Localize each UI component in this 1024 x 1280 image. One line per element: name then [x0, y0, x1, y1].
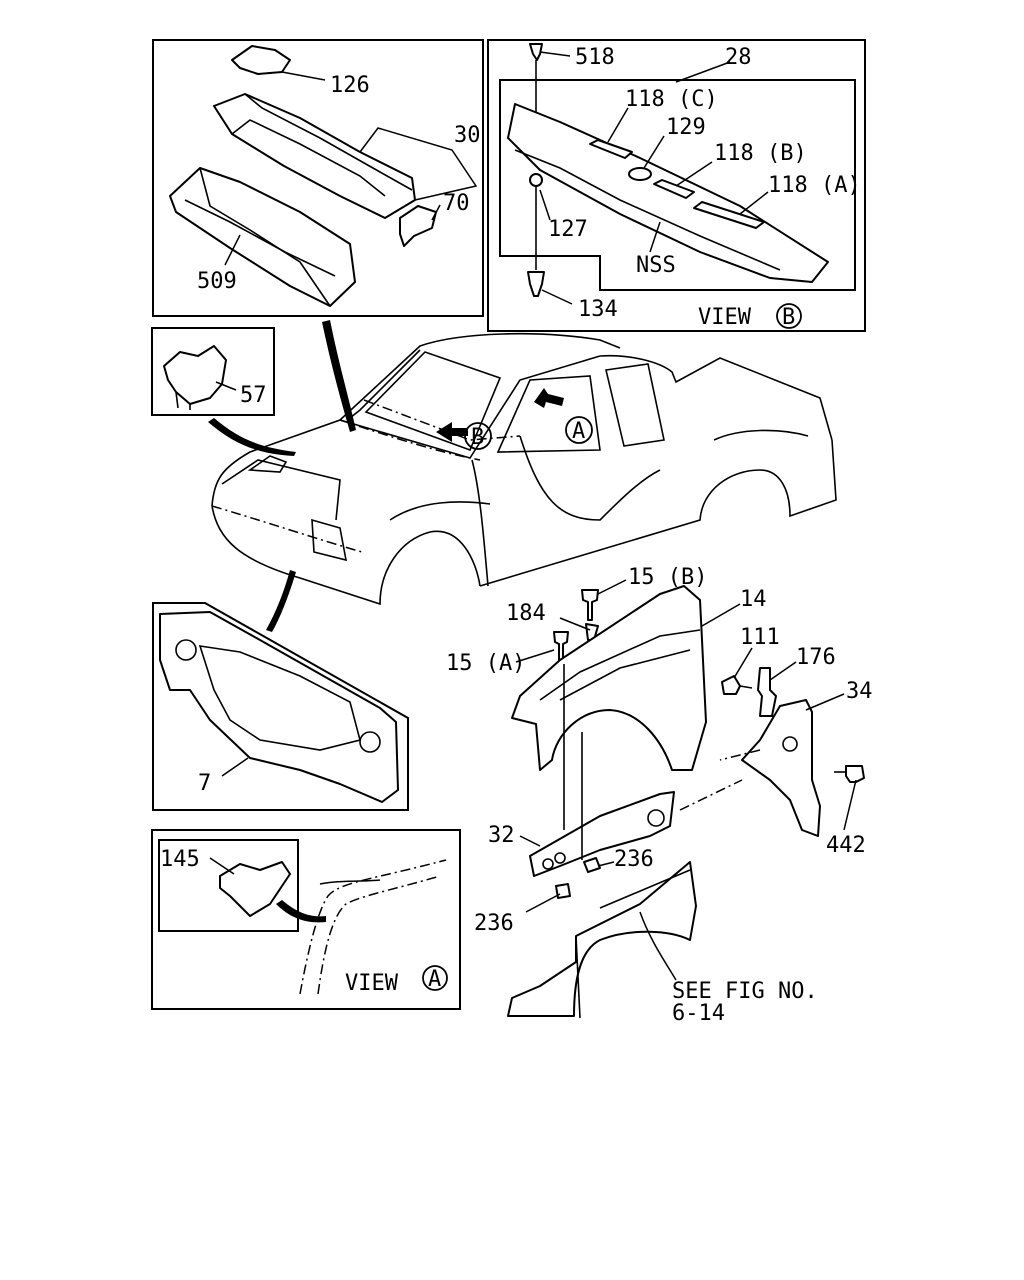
label-118b: 118 (B)	[714, 141, 807, 166]
part-111	[721, 675, 741, 695]
label-7: 7	[198, 771, 211, 796]
label-518: 518	[575, 45, 615, 70]
part-134	[527, 271, 545, 297]
bracket-57-frame	[151, 327, 275, 416]
label-145: 145	[160, 847, 200, 872]
label-111: 111	[740, 625, 780, 650]
view-a-inset	[158, 839, 299, 932]
label-126: 126	[330, 73, 370, 98]
label-236-lower: 236	[474, 911, 514, 936]
view-b-letter: B	[782, 305, 795, 330]
part-127	[529, 173, 543, 187]
label-184: 184	[506, 601, 546, 626]
radiator-support-group: 7	[152, 602, 409, 811]
part-518	[529, 43, 543, 61]
part-118c	[589, 139, 633, 159]
label-176: 176	[796, 645, 836, 670]
label-127: 127	[548, 217, 588, 242]
part-32	[529, 791, 675, 877]
label-15b: 15 (B)	[628, 565, 707, 590]
label-57: 57	[240, 383, 267, 408]
part-57	[163, 345, 227, 405]
callout-a-circle	[565, 416, 593, 444]
part-118a	[693, 201, 765, 229]
label-34: 34	[846, 679, 873, 704]
label-118c: 118 (C)	[625, 87, 718, 112]
callout-b-circle	[464, 422, 492, 450]
part-14	[511, 585, 707, 771]
part-126	[231, 45, 291, 75]
view-a-circle	[422, 965, 448, 991]
part-509	[169, 167, 356, 307]
view-b-circle	[776, 303, 802, 329]
part-236a	[583, 857, 601, 873]
radiator-frame	[152, 602, 409, 811]
view-b-word: VIEW	[698, 305, 752, 330]
part-15b	[581, 589, 599, 621]
label-32: 32	[488, 823, 515, 848]
label-118a: 118 (A)	[768, 173, 861, 198]
part-wheelhouse	[507, 861, 697, 1017]
view-a-letter: A	[428, 967, 441, 992]
bracket-57-group: 57	[151, 327, 275, 416]
cowl-frame	[152, 39, 484, 317]
part-442	[845, 765, 865, 783]
part-28	[507, 103, 829, 283]
view-b-group: 518 28 118 (C) 129 118 (B) 118 (A) 127 N…	[487, 39, 866, 332]
part-70	[399, 205, 437, 247]
label-30: 30	[454, 123, 481, 148]
label-70: 70	[443, 191, 470, 216]
view-b-frame	[487, 39, 866, 332]
label-28: 28	[725, 45, 752, 70]
part-7	[159, 611, 399, 803]
see-fig-line1: SEE FIG NO.	[672, 979, 818, 1004]
label-134: 134	[578, 297, 618, 322]
part-145	[219, 861, 291, 917]
label-nss: NSS	[636, 253, 676, 278]
callout-b: B	[471, 425, 484, 450]
fender-group: 15 (B) 14 184 111 176 15 (A) 34 32 236 2…	[446, 565, 873, 1026]
label-129: 129	[666, 115, 706, 140]
part-236b	[555, 883, 571, 899]
callout-a: A	[572, 419, 585, 444]
label-442: 442	[826, 833, 866, 858]
part-34	[741, 699, 821, 837]
label-236-upper: 236	[614, 847, 654, 872]
part-118b	[653, 179, 695, 199]
label-14: 14	[740, 587, 767, 612]
label-15a: 15 (A)	[446, 651, 525, 676]
part-176	[757, 667, 777, 717]
see-fig-line2: 6-14	[672, 1001, 725, 1026]
view-a-group: 145 VIEW A	[151, 829, 461, 1010]
part-129	[628, 167, 652, 181]
view-a-frame	[151, 829, 461, 1010]
view-a-word: VIEW	[345, 971, 399, 996]
label-509: 509	[197, 269, 237, 294]
truck-outline: B A	[208, 320, 837, 632]
cowl-panel-group: 126 30 70 509	[152, 39, 484, 317]
